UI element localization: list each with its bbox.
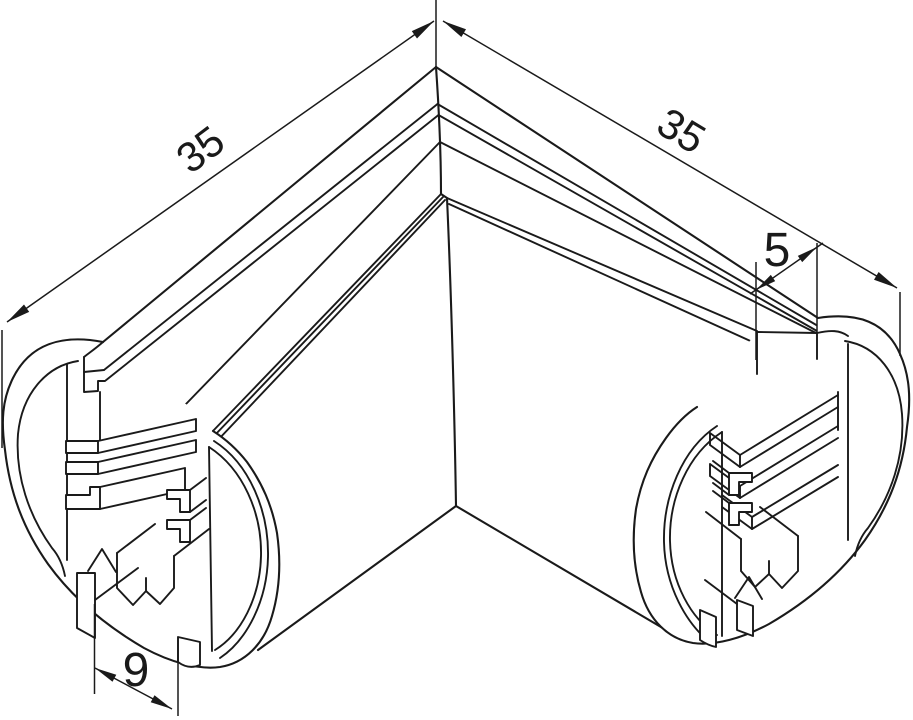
left-wall-inner-arc (16, 360, 79, 577)
arrowhead-icon (7, 304, 30, 322)
arrowhead-icon (797, 247, 817, 263)
right-bottom-structure (699, 506, 799, 648)
right-end-cross-section (632, 315, 911, 648)
left-section-face (2, 339, 280, 668)
fin-band (739, 437, 839, 499)
corner-outer-seam (434, 65, 443, 196)
profile-body (101, 65, 820, 652)
slot-far-edge-right-leg (439, 141, 817, 334)
arrowhead-icon (874, 272, 897, 288)
hook-extrusion (712, 460, 730, 496)
slot-near-edge-right-b (448, 203, 758, 345)
lip-edge-left-leg-b (104, 114, 440, 382)
foot-notch (87, 548, 117, 573)
foot-extrusion (94, 567, 139, 601)
foot-notch (734, 576, 763, 600)
fin-cut-face (65, 461, 99, 475)
tongue-extrusion (116, 523, 210, 557)
lip-inner-curve (83, 341, 104, 358)
fin-band (97, 439, 197, 475)
slot-near-edge-left-a (211, 193, 442, 433)
fin-band (739, 394, 839, 456)
hook-extrusion (189, 507, 207, 521)
fin-cut-face (65, 440, 99, 454)
lip-edge-left-leg-a (103, 103, 439, 371)
right-foot-outer (699, 609, 717, 648)
right-chamber-inner-arc (669, 431, 723, 636)
arrowhead-icon (756, 274, 776, 290)
fin-band (739, 406, 839, 468)
lip-underside (83, 369, 105, 373)
slot-near-edge-right-a (446, 197, 758, 332)
corner-inner-seam (439, 192, 458, 508)
bottom-inner-edge-left-leg (256, 504, 458, 652)
bottom-inner-edge-right-leg (454, 504, 685, 642)
arrowhead-icon (411, 21, 434, 39)
slot-near-edge-left-c (216, 199, 446, 442)
lip-edge-right-leg-a (436, 103, 819, 327)
right-section-outline (632, 315, 911, 645)
arrowhead-icon (443, 21, 466, 37)
right-wall-inner-arc (844, 340, 904, 557)
left-foot-outer (76, 572, 96, 639)
dimension-9: 9 (93, 604, 179, 716)
slot-far-edge-left-leg (185, 141, 441, 405)
dimension-label: 35 (167, 117, 233, 183)
left-end-cross-section (1, 338, 281, 669)
left-chamber-inner-arc (208, 446, 262, 651)
left-section-outline (1, 338, 281, 669)
hook-extrusion (189, 477, 207, 513)
lip-notch (83, 356, 106, 393)
left-chamber-outer-arc (213, 440, 269, 659)
arrowhead-icon (150, 695, 172, 709)
dimension-label: 5 (764, 224, 791, 277)
fin-band (751, 476, 839, 530)
lip-edge-right-leg-b (437, 114, 818, 332)
right-lip-top-curve (816, 330, 849, 337)
dimension-label: 9 (123, 644, 150, 697)
left-foot-inner (177, 636, 201, 668)
fin-band (739, 425, 839, 487)
top-edge-left-leg (101, 65, 438, 344)
right-foot-inner (736, 599, 754, 637)
arrowhead-icon (95, 668, 117, 682)
right-section-face (633, 316, 910, 644)
dimension-label: 35 (649, 98, 713, 162)
fin-extrusion (709, 432, 741, 468)
hook-extrusion (712, 490, 730, 504)
left-chamber-flat-edge (208, 446, 213, 652)
fin-band (751, 464, 839, 518)
tongue-extrusion (705, 506, 799, 540)
top-edge-right-leg (434, 65, 820, 320)
dimension-line (6, 20, 435, 323)
left-fins (65, 418, 207, 543)
bottom-tongue (116, 552, 175, 606)
slot-near-edge-left-b (213, 196, 444, 437)
right-slot-mouth-edge (756, 331, 818, 334)
dimension-5: 5 (749, 224, 824, 360)
right-fins (709, 394, 839, 530)
left-lip (83, 341, 106, 393)
right-chamber-outer-arc (663, 425, 718, 645)
fin-band (97, 418, 197, 454)
foot-extrusion (704, 579, 738, 605)
